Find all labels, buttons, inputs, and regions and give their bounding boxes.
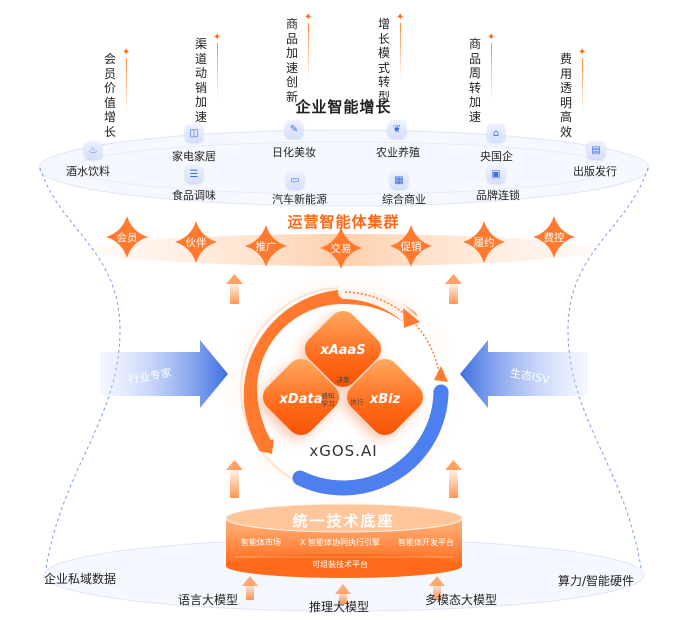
foundation-arrows [242,576,445,604]
growth-line [308,23,309,78]
agent-label: 履约 [473,237,495,249]
agent-star [463,221,505,263]
base-title: 统一技术底座 [292,512,395,530]
foundation-model-language: 语言大模型 [178,593,239,607]
agent-label: 伙伴 [185,237,207,249]
industry-icon: ▤ [587,141,605,159]
mini-decide: 决策 [336,376,350,384]
tile-xdata-label: xData [279,392,323,407]
industry-label: 食品调味 [172,189,216,202]
industry-icon: ☰ [185,165,203,183]
tile-xaaas-label: xAaaS [320,343,366,358]
cluster-title: 运营智能体集群 [287,213,400,231]
up-arrows [226,274,462,304]
base-item-engine: X 智能体协同执行引擎 [300,538,381,547]
sparkle-icon: ✦ [578,47,587,58]
right-blue-arrow [460,340,588,408]
foundation-model-reasoning: 推理大模型 [309,600,370,614]
industry-label: 酒水饮料 [66,165,110,178]
base-item-market: 智能体市场 [241,538,281,547]
agent-label: 交易 [330,243,352,255]
platform-name: xGOS.AI [309,442,378,460]
industry-icon: ⌂ [487,124,505,142]
growth-line [491,43,492,98]
growth-line [582,58,583,113]
base-up-arrows [226,460,462,498]
agent-star [175,221,217,263]
core-ring-arc-blue [292,384,449,496]
agent-star [245,225,287,267]
sparkle-icon: ✦ [213,32,222,43]
industry-icon: ▭ [286,171,304,189]
agent-label: 会员 [116,232,138,244]
agent-star [390,225,432,267]
mini-execute: 执行 [350,398,364,406]
base-item-devplatform: 智能体开发平台 [398,538,454,547]
growth-line [126,58,127,113]
industry-icon: ◫ [185,124,203,142]
industry-icon: ▣ [487,165,505,183]
mini-sense: 感知 学习 [318,392,338,408]
growth-item: 费用透明高效 [559,52,572,139]
foundation-model-multimodal: 多模态大模型 [425,593,498,607]
mini-sense-text: 感知 学习 [321,392,335,408]
foundation-left: 企业私域数据 [44,572,117,586]
industry-label: 出版发行 [573,165,617,178]
industry-label: 日化美妆 [272,146,316,159]
industry-icon: ♨ [84,141,102,159]
growth-line [400,23,401,78]
tile-xbiz-label: xBiz [369,392,401,407]
industry-label: 央国企 [480,150,513,163]
growth-line [217,43,218,98]
industry-label: 品牌连锁 [476,189,520,202]
foundation-right: 算力/智能硬件 [558,574,635,588]
growth-item: 增长模式转型 [377,17,390,104]
agent-star [533,216,575,258]
industry-icon: ✎ [285,120,303,138]
industry-icon: ❦ [388,120,406,138]
industry-label: 家电家居 [172,150,216,163]
sparkle-icon: ✦ [304,12,313,23]
agent-label: 促销 [400,241,422,253]
left-blue-arrow [100,340,228,408]
industry-icon: ▦ [390,171,408,189]
growth-item: 商品加速创新 [285,17,298,104]
base-item-bottom: 可组装技术平台 [312,560,368,569]
industry-label: 汽车新能源 [272,193,327,206]
agent-label: 费控 [543,232,565,244]
sparkle-icon: ✦ [487,32,496,43]
growth-title: 企业智能增长 [295,98,392,116]
growth-item: 会员价值增长 [103,52,116,139]
industry-label: 农业养殖 [376,146,420,159]
sparkle-icon: ✦ [396,12,405,23]
agent-label: 推广 [255,241,277,253]
agent-star [320,227,362,269]
agent-star [106,216,148,258]
growth-item: 渠道动销加速 [194,37,207,124]
base-cylinder [225,503,463,578]
sparkle-icon: ✦ [122,47,131,58]
industry-label: 综合商业 [382,193,426,206]
growth-item: 商品周转加速 [468,37,481,124]
industry-ring [38,129,650,207]
